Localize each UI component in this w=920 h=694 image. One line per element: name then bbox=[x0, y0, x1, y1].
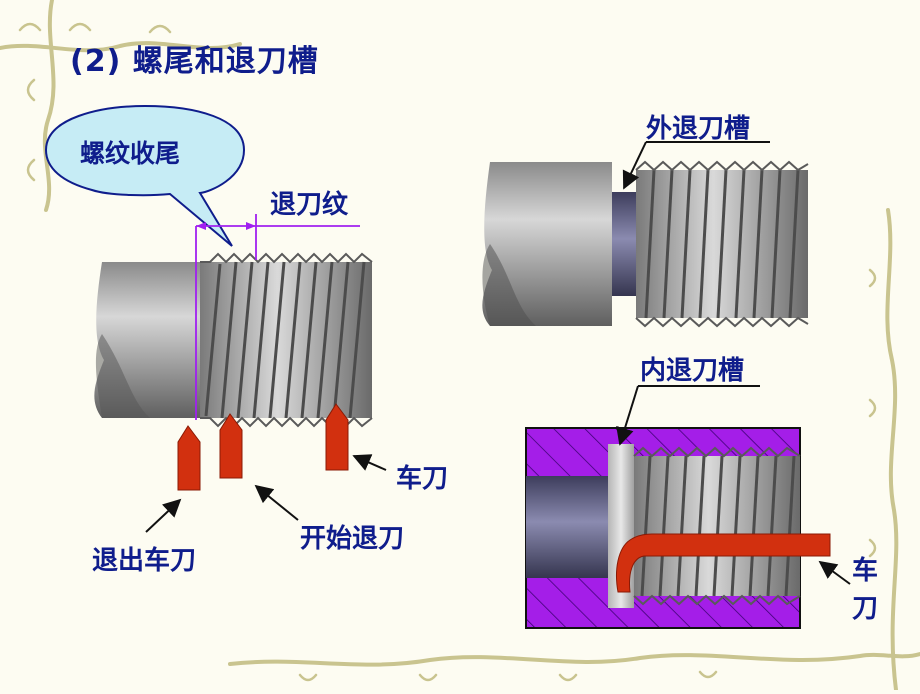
outer-groove-label: 外退刀槽 bbox=[646, 114, 751, 144]
inner-groove-label: 内退刀槽 bbox=[640, 356, 745, 386]
shaft-body bbox=[482, 162, 612, 326]
bore bbox=[526, 476, 608, 578]
external-groove-figure bbox=[482, 141, 809, 328]
callout-bubble bbox=[44, 104, 246, 247]
tool-right bbox=[325, 403, 349, 471]
thread-runout-figure bbox=[44, 104, 387, 533]
outer-groove bbox=[612, 192, 636, 296]
exit-tool-label: 退出车刀 bbox=[92, 546, 197, 576]
inner-tool bbox=[616, 533, 831, 593]
tool-start-retract bbox=[219, 413, 243, 479]
retract-thread-label: 退刀纹 bbox=[270, 190, 349, 220]
inner-tool-label-1: 车 bbox=[852, 556, 879, 586]
tool-label: 车刀 bbox=[396, 464, 449, 494]
pointer-arrows bbox=[145, 454, 387, 533]
callout-label: 螺纹收尾 bbox=[80, 139, 181, 168]
tool-exit bbox=[177, 425, 201, 491]
cutting-tools bbox=[177, 403, 349, 491]
internal-groove-figure bbox=[525, 385, 851, 629]
thread-crests bbox=[204, 261, 366, 419]
inner-tool-label-2: 刀 bbox=[852, 594, 879, 624]
start-retract-label: 开始退刀 bbox=[300, 524, 405, 554]
dimension-lines bbox=[195, 214, 360, 420]
page-title: (2) 螺尾和退刀槽 bbox=[70, 44, 319, 79]
